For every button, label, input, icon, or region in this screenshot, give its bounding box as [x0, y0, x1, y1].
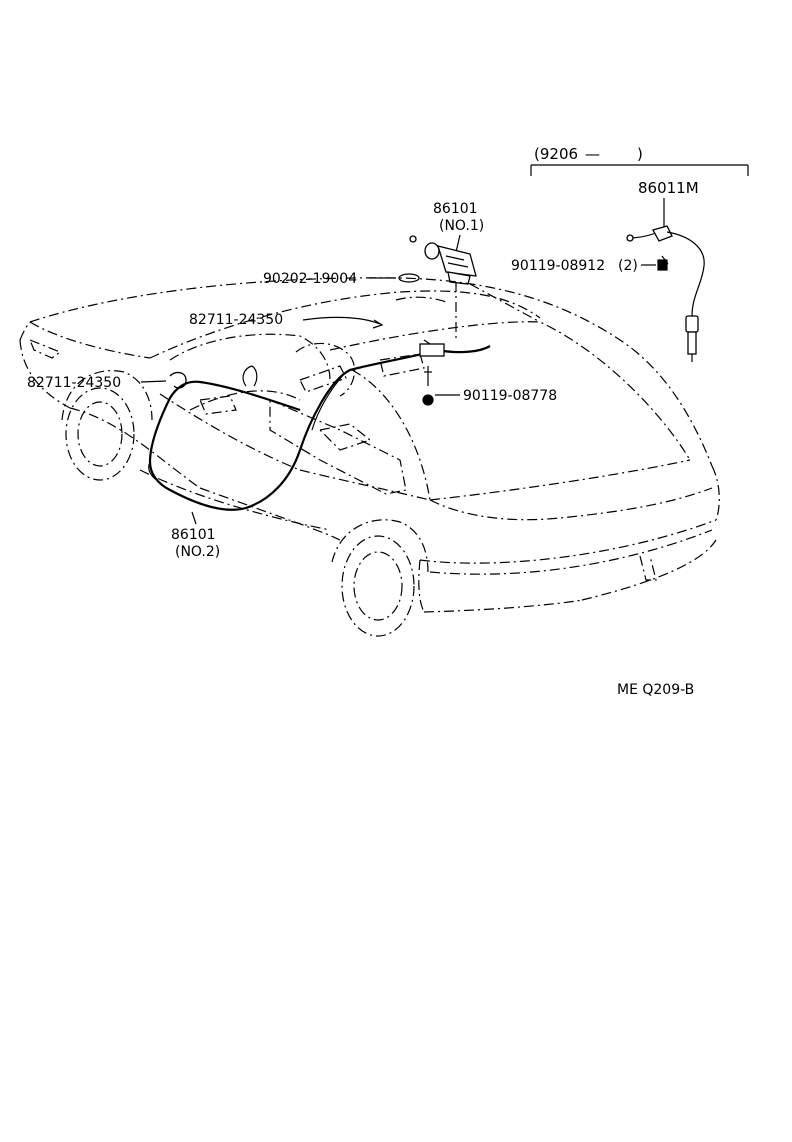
car-body-outline [19, 277, 720, 613]
rear-wheel [331, 519, 429, 637]
callout-86011M: 86011M [638, 179, 699, 197]
date-range-dash: — [585, 145, 600, 163]
callout-no1-sub: (NO.1) [439, 218, 484, 234]
antenna-cord [148, 339, 491, 511]
screw-icon [657, 255, 669, 271]
clamp-icon [169, 371, 187, 389]
front-wheel [61, 370, 153, 481]
callout-86101-no1: 86101 [433, 201, 478, 217]
date-range-close: ) [637, 145, 643, 163]
antenna-rod-assembly [626, 225, 705, 362]
callout-82711-24350-lower: 82711-24350 [27, 375, 121, 391]
callout-90119-08778: 90119-08778 [463, 388, 557, 404]
callout-86101-no2: 86101 [171, 527, 216, 543]
date-range-bracket [530, 164, 749, 176]
antenna-amplifier [409, 235, 477, 285]
callout-90119-08912: 90119-08912 [511, 258, 605, 274]
bolt-icon [422, 366, 434, 406]
callout-no2-sub: (NO.2) [175, 544, 220, 560]
figure-code: ME Q209-B [617, 682, 694, 698]
callout-82711-24350-upper: 82711-24350 [189, 312, 283, 328]
date-range-open: (9206 [534, 145, 578, 163]
callout-qty-2: (2) [618, 258, 638, 274]
